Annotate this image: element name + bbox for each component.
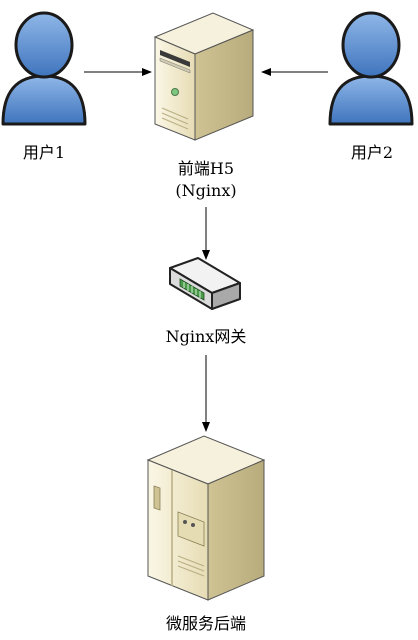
backend-node: 微服务后端 [146,435,266,633]
frontend-node: 前端H5 (Nginx) [153,12,255,200]
gateway-label: Nginx网关 [166,327,247,346]
gateway-node: Nginx网关 [166,257,247,346]
frontend-label-line1: 前端H5 [178,159,234,178]
connectors [84,68,328,432]
server-tower-icon [153,12,255,141]
network-switch-icon [169,257,241,310]
user-icon [1,11,87,126]
user2-node: 用户2 [328,11,414,162]
user1-node: 用户1 [1,11,87,162]
user2-label: 用户2 [351,143,393,162]
backend-label: 微服务后端 [166,614,246,633]
user1-label: 用户1 [23,143,65,162]
frontend-label-line2: (Nginx) [175,181,236,200]
server-cabinet-icon [146,435,266,601]
user-icon [328,11,414,126]
